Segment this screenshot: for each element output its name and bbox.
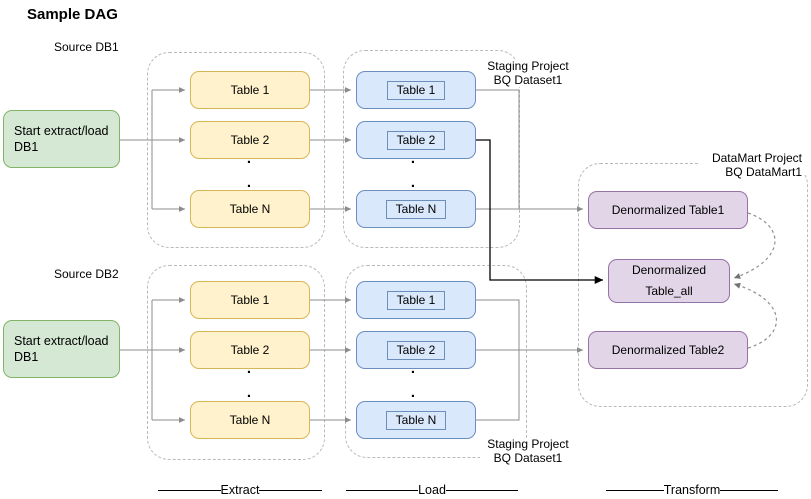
- ellipsis-dot: .: [410, 174, 416, 191]
- stage-load-rule-right: [445, 489, 518, 491]
- ellipsis-dot: .: [246, 360, 252, 377]
- denormalized-table-all-line1: Denormalized: [631, 263, 707, 277]
- stage-load-rule-left: [346, 489, 419, 491]
- stage-load: Load: [346, 483, 518, 497]
- load-db2-tablen-chip: Table N: [385, 410, 447, 430]
- diagram-title: Sample DAG: [27, 6, 118, 23]
- load-db2-table1: Table 1: [356, 281, 476, 319]
- extract-db1-tablen: Table N: [190, 190, 310, 228]
- ellipsis-dot: .: [410, 384, 416, 401]
- denormalized-table-all-line2: Table_all: [645, 284, 693, 298]
- stage-extract-rule-left: [158, 489, 221, 491]
- stage-load-label: Load: [418, 483, 446, 497]
- start-node-db1: Start extract/load DB1: [3, 110, 120, 168]
- datamart-label-line1: DataMart Project: [711, 151, 802, 165]
- extract-container-db1: [147, 52, 325, 248]
- staging-label-db1-line2: BQ Dataset1: [493, 72, 563, 87]
- source-db1-label: Source DB1: [54, 40, 119, 54]
- datamart-label: DataMart Project BQ DataMart1: [700, 151, 804, 179]
- stage-extract-rule-right: [259, 489, 322, 491]
- ellipsis-dot: .: [246, 384, 252, 401]
- start-node-db2-line1: Start extract/load: [14, 333, 109, 348]
- stage-transform-rule-left: [606, 489, 664, 491]
- load-db1-table1: Table 1: [356, 71, 476, 109]
- load-db1-table1-chip: Table 1: [386, 80, 446, 100]
- load-db2-tablen: Table N: [356, 401, 476, 439]
- denormalized-table1: Denormalized Table1: [588, 191, 748, 229]
- start-node-db1-line1: Start extract/load: [14, 123, 109, 138]
- staging-label-db1: Staging Project BQ Dataset1: [480, 59, 576, 87]
- staging-label-db2-line2: BQ Dataset1: [493, 450, 563, 465]
- staging-label-db1-line1: Staging Project: [487, 59, 569, 73]
- staging-label-db2: Staging Project BQ Dataset1: [480, 437, 576, 465]
- datamart-label-line2: BQ DataMart1: [725, 164, 802, 179]
- start-node-db2: Start extract/load DB1: [3, 320, 120, 378]
- stage-extract: Extract: [158, 483, 322, 497]
- load-db1-tablen-chip: Table N: [385, 199, 447, 219]
- stage-transform-label: Transform: [663, 483, 721, 497]
- load-container-db2: [345, 265, 527, 458]
- load-db2-table2: Table 2: [356, 331, 476, 369]
- start-node-db1-line2: DB1: [14, 140, 39, 154]
- extract-container-db2: [147, 265, 325, 460]
- ellipsis-dot: .: [246, 174, 252, 191]
- extract-db1-table2: Table 2: [190, 121, 310, 159]
- extract-db1-table1: Table 1: [190, 71, 310, 109]
- load-db1-table2-chip: Table 2: [386, 130, 446, 150]
- ellipsis-dot: .: [410, 360, 416, 377]
- denormalized-table-all: Denormalized Table_all: [608, 259, 730, 303]
- load-db2-table2-chip: Table 2: [386, 340, 446, 360]
- extract-db2-table2: Table 2: [190, 331, 310, 369]
- ellipsis-dot: .: [410, 150, 416, 167]
- extract-db2-tablen: Table N: [190, 401, 310, 439]
- load-db2-table1-chip: Table 1: [386, 290, 446, 310]
- stage-transform-rule-right: [720, 489, 778, 491]
- extract-db2-table1: Table 1: [190, 281, 310, 319]
- load-db1-tablen: Table N: [356, 190, 476, 228]
- staging-label-db2-line1: Staging Project: [487, 437, 569, 451]
- stage-extract-label: Extract: [220, 483, 260, 497]
- datamart-container: [578, 163, 808, 407]
- denormalized-table2: Denormalized Table2: [588, 331, 748, 369]
- ellipsis-dot: .: [246, 150, 252, 167]
- load-db1-table2: Table 2: [356, 121, 476, 159]
- stage-transform: Transform: [606, 483, 778, 497]
- source-db2-label: Source DB2: [54, 267, 119, 281]
- start-node-db2-line2: DB1: [14, 350, 39, 364]
